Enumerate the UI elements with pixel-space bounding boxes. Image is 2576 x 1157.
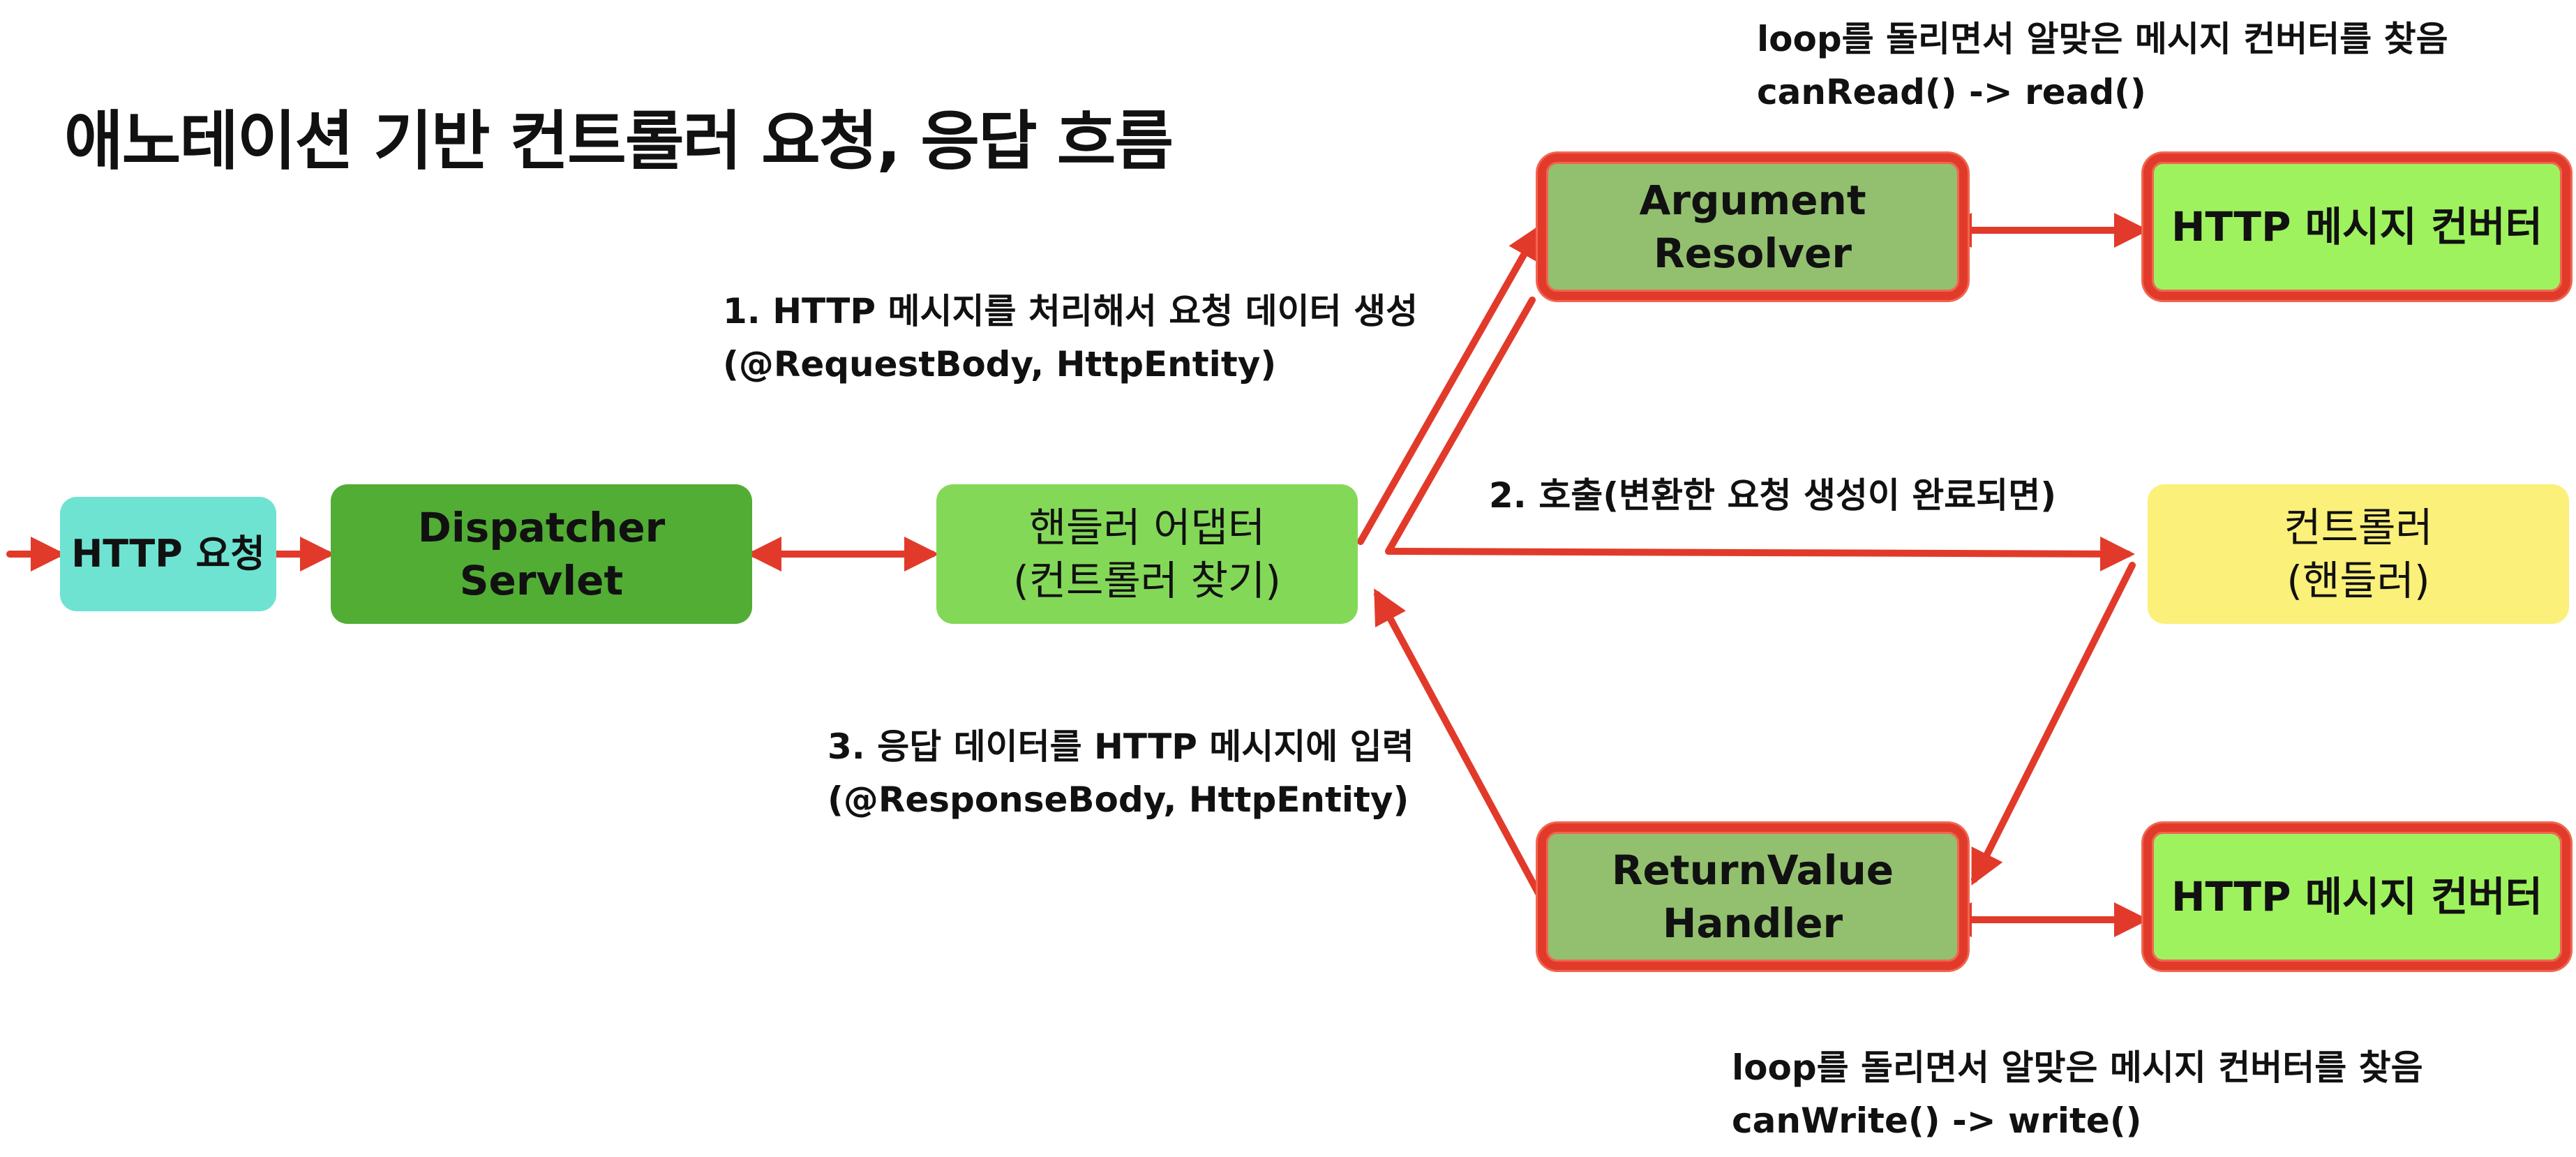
return-value-handler-label-line-2: Handler [1662,900,1843,947]
loop-read-line-2: canRead() -> read() [1757,72,2146,112]
argument-resolver-label-line-2: Resolver [1654,230,1852,277]
dispatcher-servlet-label-line-2: Servlet [459,557,624,604]
http-request-label: HTTP 요청 [71,532,265,576]
handler-adapter-label-line-2: (컨트롤러 찾기) [1013,557,1281,604]
step-3-line-1: 3. 응답 데이터를 HTTP 메시지에 입력 [828,726,1414,767]
message-converter-top-node: HTTP 메시지 컨버터 [2143,154,2570,300]
return-value-handler-label-line-1: ReturnValue [1611,846,1894,894]
handler-adapter-node: 핸들러 어댑터 (컨트롤러 찾기) [936,484,1358,624]
message-converter-bottom-label: HTTP 메시지 컨버터 [2171,873,2543,920]
message-converter-top-label: HTTP 메시지 컨버터 [2171,203,2543,251]
step-3-line-2: (@ResponseBody, HttpEntity) [828,779,1409,820]
step-3-annotation: 3. 응답 데이터를 HTTP 메시지에 입력 (@ResponseBody, … [828,720,1414,826]
http-request-node: HTTP 요청 [60,497,276,611]
diagram-title: 애노테이션 기반 컨트롤러 요청, 응답 흐름 [64,104,1174,179]
argument-resolver-node: Argument Resolver [1538,154,1968,300]
controller-label-line-2: (핸들러) [2286,557,2430,604]
loop-write-note: loop를 돌리면서 알맞은 메시지 컨버터를 찾음 canWrite() ->… [1732,1041,2423,1147]
step-1-line-1: 1. HTTP 메시지를 처리해서 요청 데이터 생성 [723,291,1418,331]
arrow-adapter-to-controller [1385,536,2135,572]
argument-resolver-label-line-1: Argument [1639,177,1866,224]
loop-write-line-1: loop를 돌리면서 알맞은 메시지 컨버터를 찾음 [1732,1047,2423,1088]
step-2-line-1: 2. 호출(변환한 요청 생성이 완료되면) [1489,475,2057,516]
arrow-adapter-to-argument-resolver [1357,224,1541,545]
return-value-handler-node: ReturnValue Handler [1538,823,1968,970]
loop-read-note: loop를 돌리면서 알맞은 메시지 컨버터를 찾음 canRead() -> … [1757,13,2448,119]
dispatcher-servlet-node: Dispatcher Servlet [331,484,752,624]
arrow-return-value-handler-to-adapter [1374,588,1543,898]
message-converter-bottom-node: HTTP 메시지 컨버터 [2143,823,2570,970]
arrow-argument-resolver-to-adapter [1385,297,1536,555]
controller-label-line-1: 컨트롤러 [2284,504,2433,551]
step-1-line-2: (@RequestBody, HttpEntity) [723,344,1277,385]
loop-write-line-2: canWrite() -> write() [1732,1100,2142,1141]
arrow-controller-to-return-value-handler [1971,562,2136,886]
step-2-annotation: 2. 호출(변환한 요청 생성이 완료되면) [1489,469,2056,522]
dispatcher-servlet-label-line-1: Dispatcher [417,504,666,551]
step-1-annotation: 1. HTTP 메시지를 처리해서 요청 데이터 생성 (@RequestBod… [723,285,1418,391]
controller-node: 컨트롤러 (핸들러) [2148,484,2569,624]
handler-adapter-label-line-1: 핸들러 어댑터 [1028,504,1266,551]
loop-read-line-1: loop를 돌리면서 알맞은 메시지 컨버터를 찾음 [1757,19,2448,59]
